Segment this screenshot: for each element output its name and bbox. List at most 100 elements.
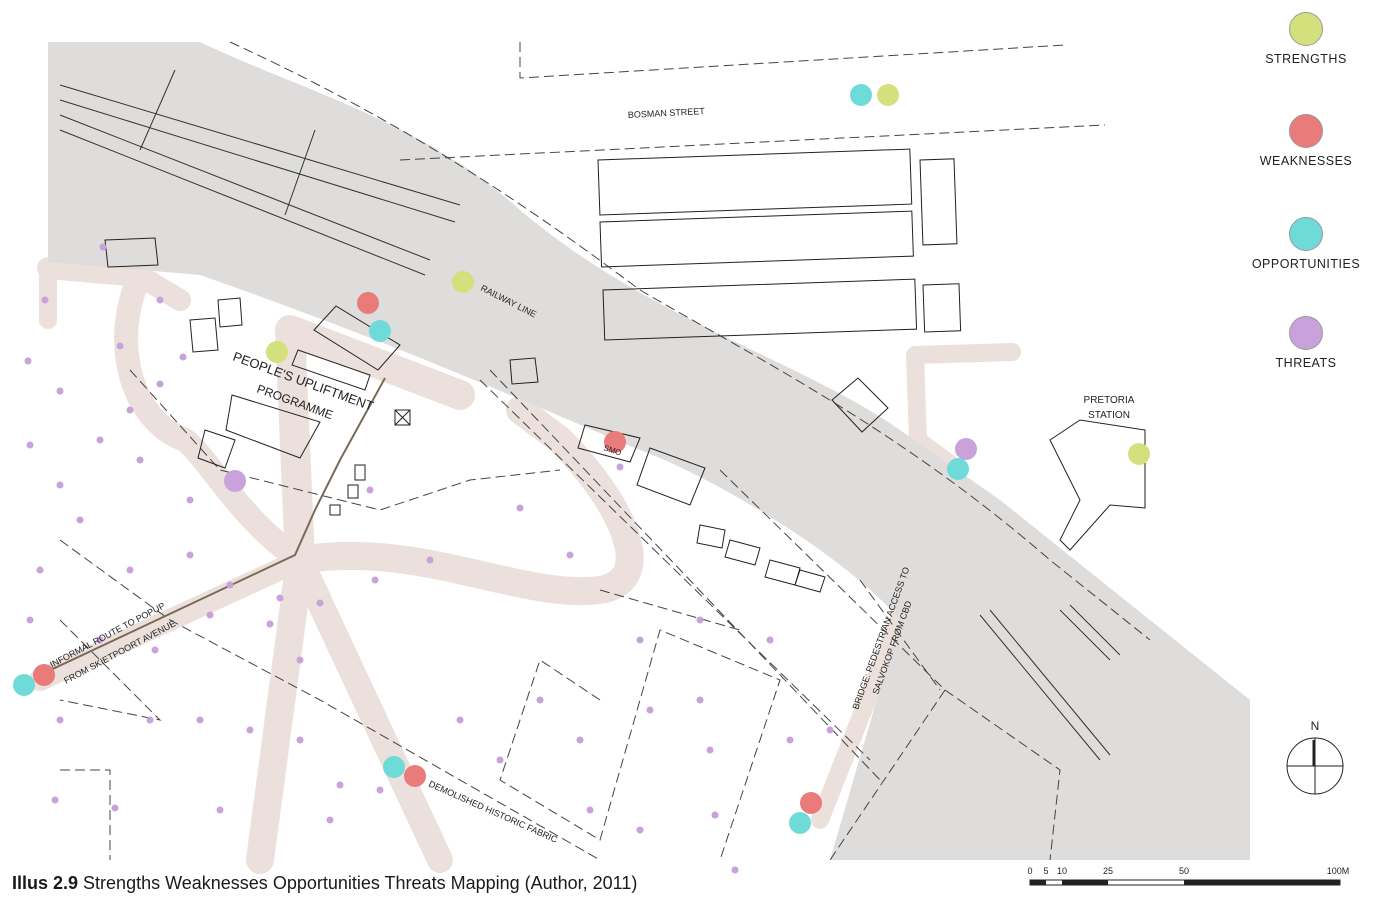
- weakness-marker: [357, 292, 379, 314]
- scale-tick: 0: [1027, 866, 1033, 876]
- legend-threats: THREATS: [1248, 316, 1364, 370]
- context-dot: [586, 806, 594, 814]
- context-dot: [76, 516, 84, 524]
- context-dot: [56, 716, 64, 724]
- context-dot: [731, 866, 739, 874]
- context-dot: [456, 716, 464, 724]
- context-dot: [696, 696, 704, 704]
- threat-marker: [955, 438, 977, 460]
- context-dot: [126, 406, 134, 414]
- context-dot: [51, 796, 59, 804]
- context-dot: [696, 616, 704, 624]
- context-dot: [116, 342, 124, 350]
- context-dot: [786, 736, 794, 744]
- north-label: N: [1311, 719, 1320, 733]
- context-dot: [226, 581, 234, 589]
- context-dot: [179, 353, 187, 361]
- context-dot: [26, 616, 34, 624]
- context-dot: [56, 387, 64, 395]
- north-arrow-icon: N: [1284, 718, 1346, 798]
- context-dot: [146, 716, 154, 724]
- weakness-marker: [800, 792, 822, 814]
- weakness-marker: [33, 664, 55, 686]
- context-dot: [336, 781, 344, 789]
- context-dot: [536, 696, 544, 704]
- context-dot: [646, 706, 654, 714]
- strength-marker: [266, 341, 288, 363]
- context-dot: [186, 551, 194, 559]
- context-dot: [26, 441, 34, 449]
- context-dot: [41, 296, 49, 304]
- opportunity-marker: [789, 812, 811, 834]
- path-east-curve: [286, 396, 644, 606]
- context-dot: [566, 551, 574, 559]
- path-main-south: [246, 546, 314, 874]
- scale-tick: 10: [1056, 866, 1068, 876]
- scale-bar: 0 5 10 25 50 100M: [1024, 866, 1354, 890]
- context-dot: [496, 756, 504, 764]
- context-dot: [636, 826, 644, 834]
- weakness-marker: [404, 765, 426, 787]
- context-dot: [826, 726, 834, 734]
- informal-route-line: [39, 377, 386, 676]
- station-label-2: STATION: [1088, 410, 1130, 421]
- opportunity-marker: [947, 458, 969, 480]
- context-dots: [24, 243, 834, 874]
- caption-text: Strengths Weaknesses Opportunities Threa…: [78, 873, 638, 893]
- pedestrian-paths: [29, 257, 1021, 874]
- context-dot: [156, 296, 164, 304]
- context-dot: [24, 357, 32, 365]
- swot-markers: [13, 84, 1150, 834]
- path-west-arm: [37, 257, 191, 311]
- context-dot: [186, 496, 194, 504]
- opportunity-marker: [13, 674, 35, 696]
- context-dot: [706, 746, 714, 754]
- context-dot: [316, 599, 324, 607]
- dashed-boundaries: [59, 41, 1151, 861]
- context-dot: [296, 656, 304, 664]
- context-dot: [766, 636, 774, 644]
- context-dot: [96, 436, 104, 444]
- opportunities-swatch-icon: [1289, 217, 1323, 251]
- strength-marker: [1128, 443, 1150, 465]
- legend-weaknesses: WEAKNESSES: [1248, 114, 1364, 168]
- path-northwest-loop: [114, 264, 312, 572]
- context-dot: [96, 636, 104, 644]
- legend-weaknesses-label: WEAKNESSES: [1259, 154, 1353, 168]
- context-dot: [266, 620, 274, 628]
- legend-opportunities-label: OPPORTUNITIES: [1251, 257, 1361, 271]
- station-label-1: PRETORIA: [1084, 395, 1135, 406]
- context-dot: [636, 636, 644, 644]
- path-main-southeast: [287, 547, 453, 873]
- legend-threats-label: THREATS: [1275, 356, 1337, 370]
- building-outlines: [104, 148, 1146, 593]
- threats-swatch-icon: [1289, 316, 1323, 350]
- path-main-spine: [275, 315, 475, 575]
- strength-marker: [877, 84, 899, 106]
- context-dot: [111, 804, 119, 812]
- bosman-street-label: BOSMAN STREET: [628, 106, 706, 120]
- context-dot: [326, 816, 334, 824]
- demolished-fabric-label: DEMOLISHED HISTORIC FABRIC: [427, 779, 559, 845]
- context-dot: [376, 786, 384, 794]
- context-dot: [206, 611, 214, 619]
- context-dot: [276, 594, 284, 602]
- context-dot: [296, 736, 304, 744]
- scale-bar-graphic: [1029, 879, 1341, 886]
- weakness-marker: [604, 431, 626, 453]
- threat-marker: [224, 470, 246, 492]
- context-dot: [99, 243, 107, 251]
- context-dot: [576, 736, 584, 744]
- opportunity-marker: [383, 756, 405, 778]
- context-dot: [196, 716, 204, 724]
- scale-tick: 5: [1043, 866, 1049, 876]
- context-dot: [56, 481, 64, 489]
- context-dot: [36, 566, 44, 574]
- weaknesses-swatch-icon: [1289, 114, 1323, 148]
- context-dot: [711, 811, 719, 819]
- context-dot: [216, 806, 224, 814]
- context-dot: [516, 504, 524, 512]
- context-dot: [156, 380, 164, 388]
